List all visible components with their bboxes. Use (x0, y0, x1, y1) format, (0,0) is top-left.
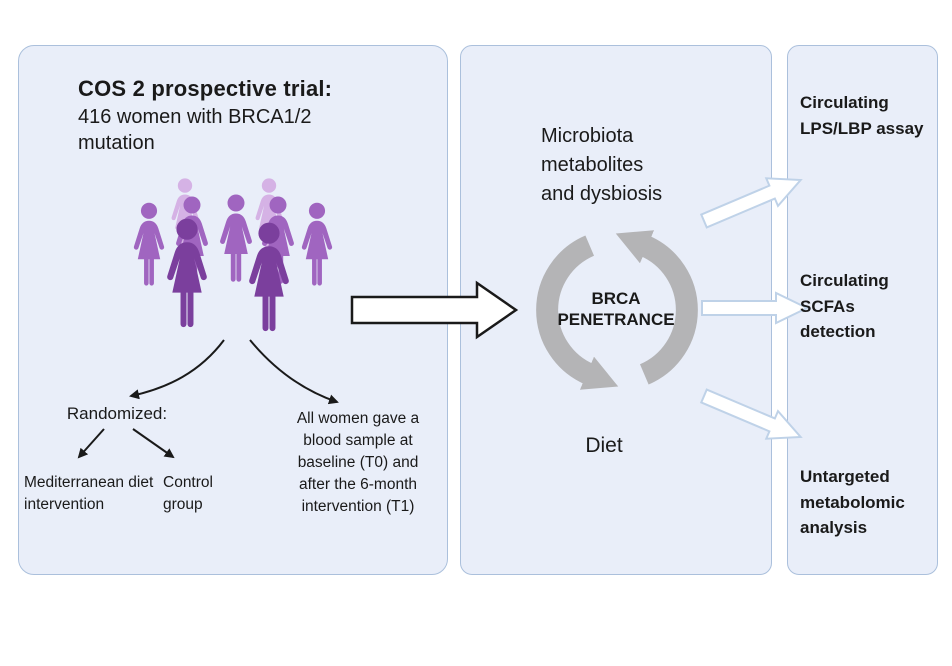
blood-sample-note: All women gave a blood sample at baselin… (296, 410, 420, 515)
brca-penetrance-label: BRCA PENETRANCE (557, 289, 675, 330)
output-arrow-bottom (699, 388, 803, 440)
output-lps-lbp-assay: Circulating LPS/LBP assay (800, 93, 924, 138)
microbiota-label: Microbiota metabolites and dysbiosis (541, 125, 663, 205)
randomized-label: Randomized: (66, 404, 168, 423)
trial-subtitle: 416 women with BRCA1/2 mutation (78, 106, 312, 154)
women-crowd (133, 178, 333, 332)
randomize-arrow-left (77, 428, 105, 459)
cohort-arrow-right (249, 339, 339, 405)
diet-label: Diet (585, 434, 623, 457)
output-arrow-middle (701, 291, 810, 325)
randomize-arrow-right (132, 428, 175, 459)
trial-title: COS 2 prospective trial: (78, 76, 333, 101)
cycle-arrow-right (615, 230, 698, 385)
output-arrow-top (699, 177, 803, 229)
assays-panel (787, 45, 938, 575)
control-group-label: Control group (163, 474, 213, 513)
output-scfas-detection: Circulating SCFAs detection (800, 271, 889, 341)
cycle-arrow-left (536, 235, 619, 390)
woman-icon (301, 202, 333, 286)
mediterranean-diet-label: Mediterranean diet intervention (24, 474, 154, 513)
big-arrow (350, 280, 519, 340)
woman-icon (133, 202, 165, 286)
cohort-arrow-left (129, 339, 225, 400)
woman-icon (220, 194, 252, 282)
output-metabolomic-analysis: Untargeted metabolomic analysis (800, 467, 905, 537)
cycle-icon (536, 230, 698, 390)
